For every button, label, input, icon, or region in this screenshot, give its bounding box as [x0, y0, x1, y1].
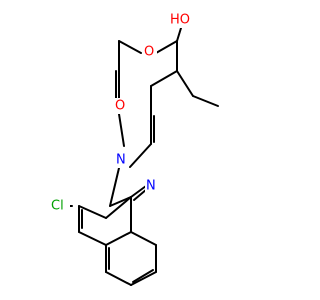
bond-layer: [63, 27, 219, 286]
bond-aromatic-double-e: [133, 188, 148, 201]
bond-c-nq: [130, 185, 147, 198]
quinoline-nitrogen-label: N: [146, 179, 156, 194]
chlorine-label: Cl: [51, 199, 64, 214]
bond-c-ccl: [78, 205, 107, 219]
hydroxyl-label: HO: [170, 13, 190, 28]
bond-ch2-o: [118, 40, 142, 54]
bond-n-cq: [129, 143, 152, 168]
molecule-structure: O HO O N N Cl: [50, 12, 219, 286]
bond-ethyl-2: [192, 95, 219, 107]
bond-n-ch2: [109, 167, 120, 207]
carbonyl-oxygen-label: O: [115, 99, 125, 114]
bond-c-c: [105, 196, 132, 219]
bond-carbonyl-n: [118, 113, 125, 147]
ring-oxygen-label: O: [144, 45, 154, 60]
bond-o-c: [155, 40, 178, 54]
bond-benz-e: [130, 231, 157, 246]
bond-q-b: [105, 231, 132, 246]
bond-q-a: [78, 231, 107, 246]
lactam-nitrogen-label: N: [116, 153, 126, 168]
bond-benz-c: [130, 271, 157, 286]
bond-c-oh: [176, 27, 182, 42]
bond-aromatic-double-d: [132, 269, 154, 283]
atom-label-layer: O HO O N N Cl: [50, 12, 193, 214]
bond-benz-b: [105, 271, 132, 286]
bond-ring-fuse-a: [150, 70, 178, 87]
bond-ch2-c: [109, 196, 132, 207]
bond-ethyl-1: [176, 70, 194, 97]
